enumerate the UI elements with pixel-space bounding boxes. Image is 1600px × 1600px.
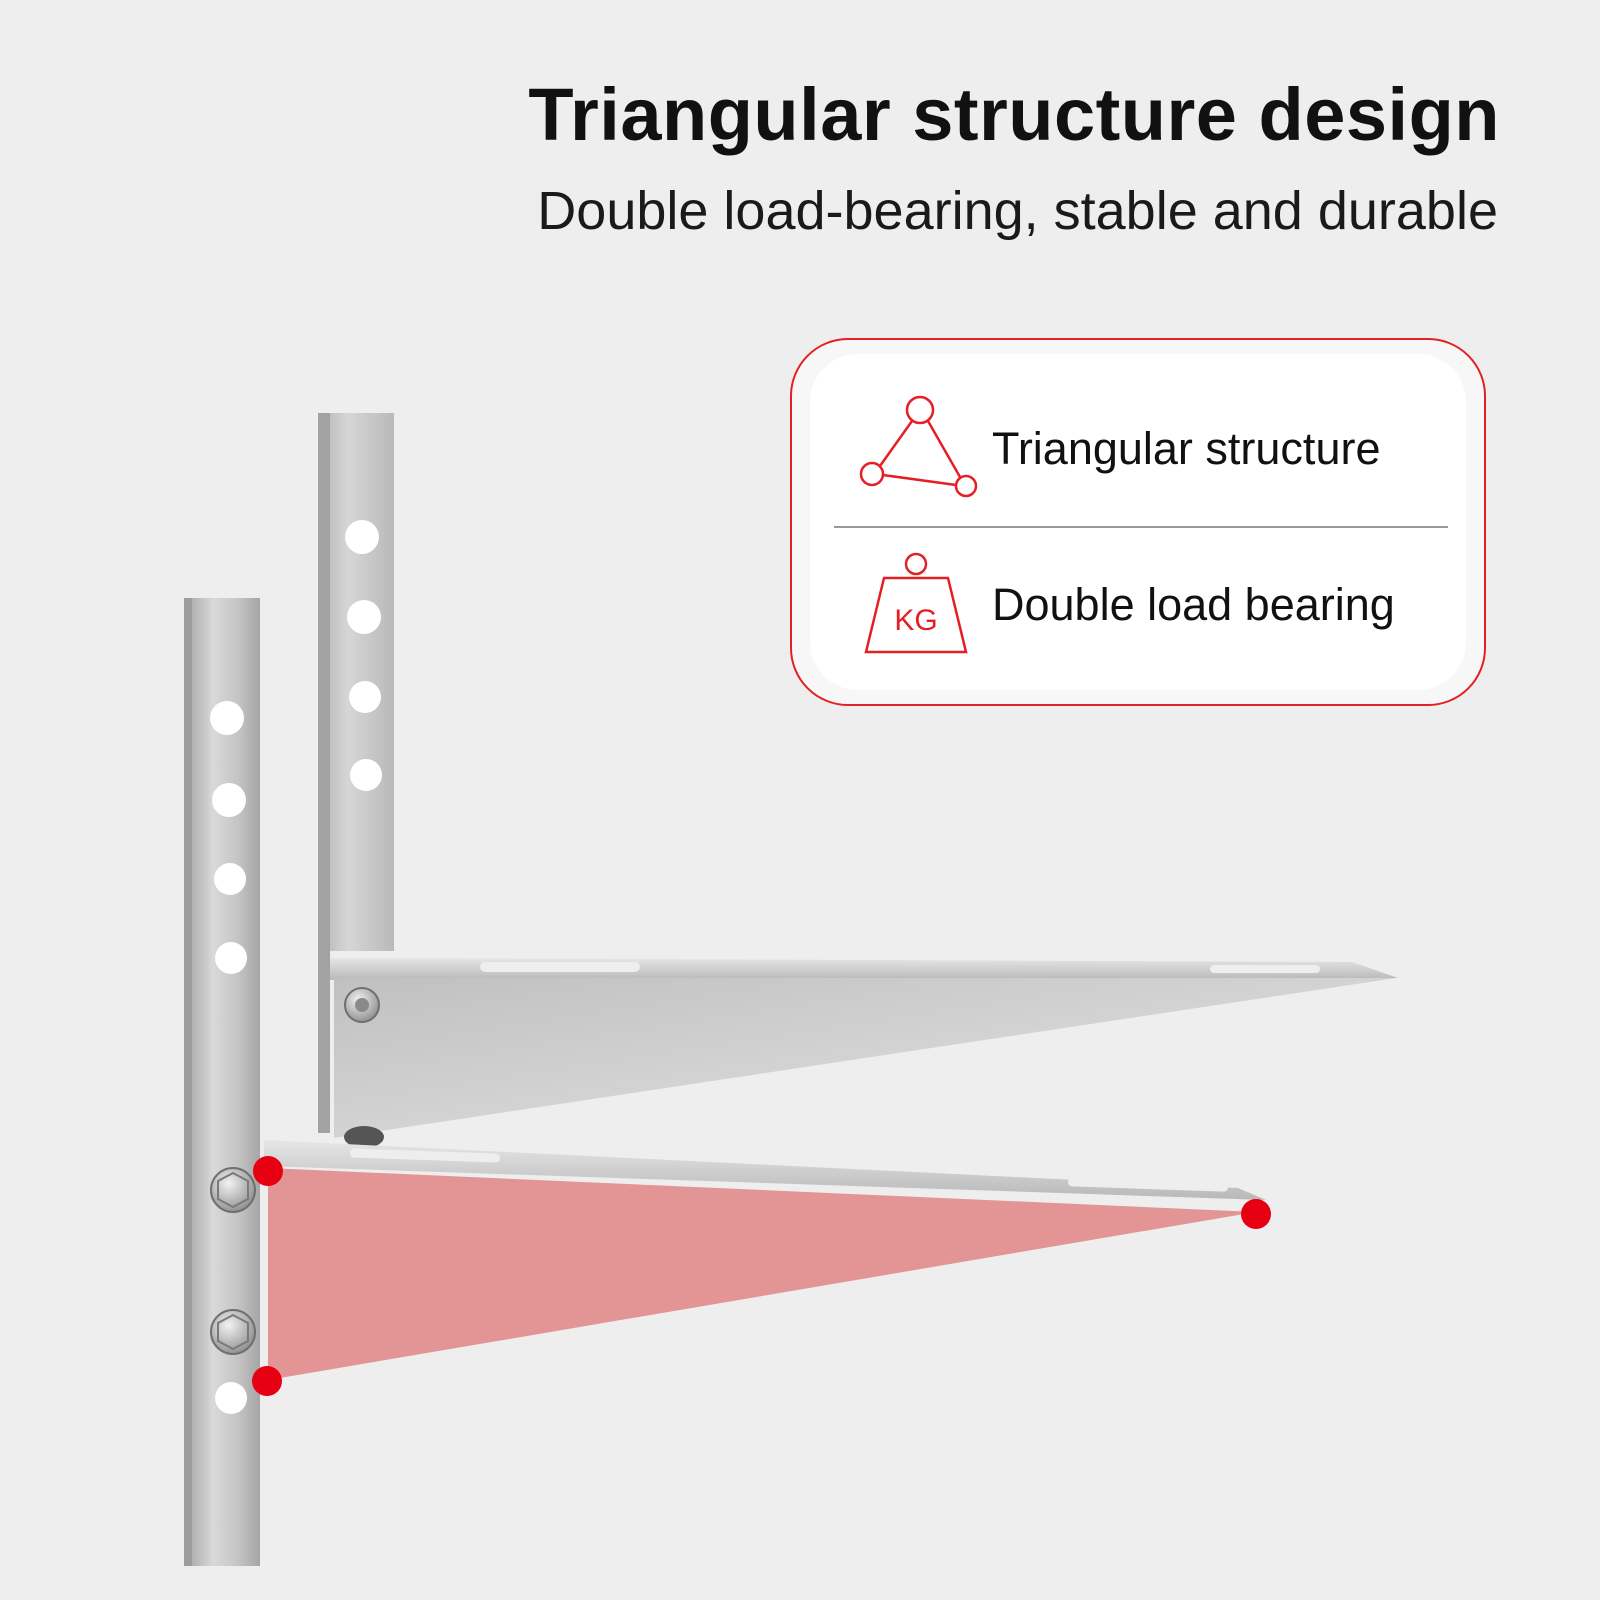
triangle-vertex-dot: [252, 1366, 282, 1396]
page-subtitle: Double load-bearing, stable and durable: [537, 181, 1498, 241]
front-mounting-hole: [215, 942, 247, 974]
triangle-vertex-dot: [253, 1156, 283, 1186]
back-mounting-hole: [347, 600, 381, 634]
kg-weight-text: KG: [894, 604, 937, 637]
feature-double-load-bearing: KG Double load bearing: [854, 540, 1434, 670]
feature-divider: [834, 526, 1448, 528]
front-mounting-hole: [212, 783, 246, 817]
kg-weight-icon: KG: [854, 550, 982, 660]
back-bracket-triangle-plate: [334, 978, 1396, 1138]
back-mounting-hole: [350, 759, 382, 791]
triangle-vertex-dot: [1241, 1199, 1271, 1229]
triangle-structure-icon: [854, 394, 982, 504]
back-bracket-vertical-arm: [318, 413, 394, 951]
feature-label: Triangular structure: [992, 423, 1381, 474]
feature-card: Triangular structure KG Double load bear…: [790, 338, 1486, 706]
triangle-highlight: [268, 1168, 1256, 1380]
back-mounting-hole: [349, 681, 381, 713]
feature-card-inner: Triangular structure KG Double load bear…: [810, 354, 1466, 690]
front-bracket: [184, 598, 1271, 1566]
front-bracket-vertical-arm: [188, 598, 260, 1566]
page-title: Triangular structure design: [528, 73, 1500, 156]
front-mounting-hole: [210, 701, 244, 735]
feature-triangular-structure: Triangular structure: [854, 384, 1434, 514]
front-bracket-top-flange: [264, 1140, 1266, 1200]
back-mounting-hole: [345, 520, 379, 554]
front-mounting-hole: [215, 1382, 247, 1414]
back-bracket: [318, 413, 1398, 1148]
front-mounting-hole: [214, 863, 246, 895]
feature-label: Double load bearing: [992, 579, 1395, 630]
